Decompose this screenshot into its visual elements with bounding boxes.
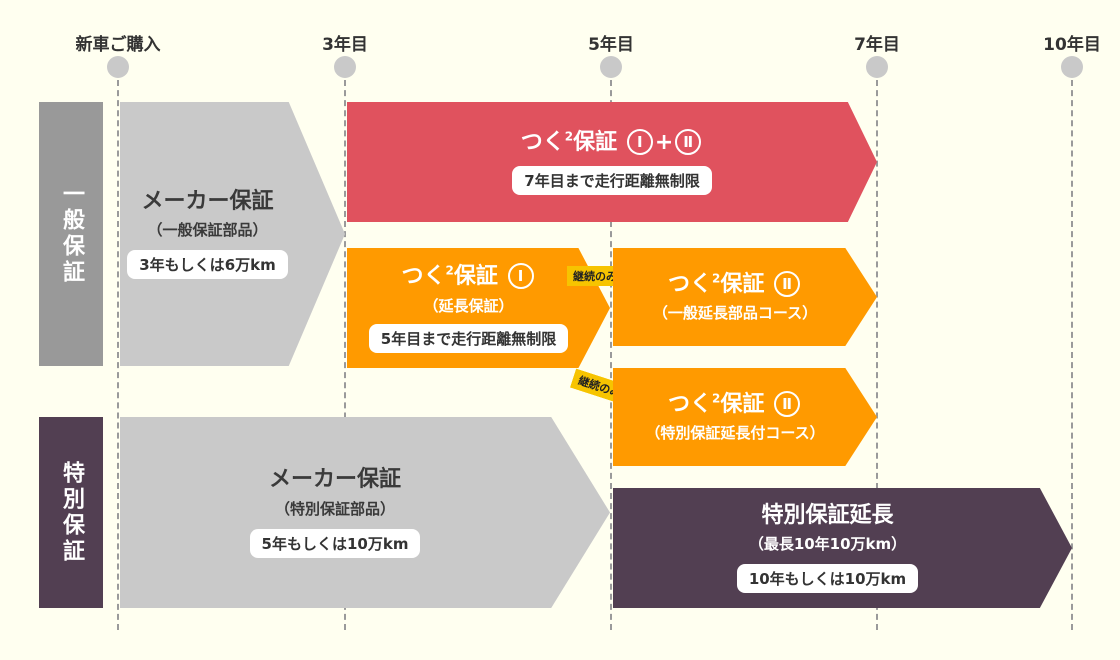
- tsuku-2-special-title-mid: 保証: [720, 391, 765, 417]
- timeline-dot: [107, 56, 129, 78]
- milestone-year-10: 10年目: [1043, 35, 1101, 55]
- timeline-guide: [1071, 80, 1073, 630]
- timeline-guide: [344, 80, 346, 630]
- timeline-guide: [610, 80, 612, 630]
- tsuku-1-2-sup: 2: [564, 129, 574, 144]
- tsuku-2-general-title: つく2保証 Ⅱ: [667, 270, 802, 298]
- milestone-year-5: 5年目: [588, 35, 634, 55]
- maker-general-pill: 3年もしくは6万km: [127, 250, 288, 280]
- milestone-year-3: 3年目: [322, 35, 368, 55]
- tsuku-1-2-title: つく2保証 Ⅰ+Ⅱ: [520, 128, 704, 156]
- special-extension-title: 特別保証延長: [761, 502, 894, 528]
- timeline-dot: [334, 56, 356, 78]
- maker-general-sub: （一般保証部品）: [147, 221, 268, 240]
- tsuku-2-special-title-prefix: つく: [667, 391, 712, 417]
- timeline-dot: [1061, 56, 1083, 78]
- tsuku-2-special-title: つく2保証 Ⅱ: [667, 390, 802, 418]
- category-special-label: 特別保証: [59, 460, 84, 565]
- maker-general-title: メーカー保証: [141, 188, 274, 214]
- maker-special-sub: （特別保証部品）: [274, 499, 395, 518]
- special-extension-arrow: 特別保証延長 （最長10年10万km） 10年もしくは10万km: [613, 488, 1072, 608]
- tsuku-2-general-arrow: つく2保証 Ⅱ （一般延長部品コース）: [613, 248, 877, 346]
- tsuku-1-title-mid: 保証: [453, 264, 498, 290]
- tsuku-2-special-circle: Ⅱ: [774, 390, 801, 417]
- tsuku-1-2-circle1: Ⅰ: [626, 128, 653, 155]
- tsuku-2-special-sub: （特別保証延長付コース）: [645, 424, 825, 443]
- category-general-label: 一般保証: [59, 182, 84, 286]
- maker-special-pill: 5年もしくは10万km: [249, 528, 421, 558]
- special-extension-sub: （最長10年10万km）: [748, 535, 907, 554]
- timeline-dot: [866, 56, 888, 78]
- tsuku-1-title: つく2保証 Ⅰ: [401, 263, 535, 290]
- timeline-dot: [600, 56, 622, 78]
- category-general: 一般保証: [39, 102, 103, 366]
- maker-special-title: メーカー保証: [268, 467, 401, 493]
- tsuku-2-special-arrow: つく2保証 Ⅱ （特別保証延長付コース）: [613, 368, 877, 466]
- maker-general-arrow: メーカー保証 （一般保証部品） 3年もしくは6万km: [120, 102, 345, 366]
- tsuku-1-2-circle2: Ⅱ: [675, 128, 702, 155]
- tsuku-2-general-title-prefix: つく: [667, 271, 712, 297]
- tsuku-2-special-sup: 2: [711, 391, 721, 406]
- tsuku-1-2-title-mid: 保証: [573, 129, 618, 155]
- milestone-new-car: 新車ご購入: [75, 35, 161, 55]
- tsuku-2-general-circle: Ⅱ: [774, 270, 801, 297]
- tsuku-2-general-sup: 2: [711, 271, 721, 286]
- tsuku-2-general-sub: （一般延長部品コース）: [652, 304, 818, 323]
- timeline-guide: [117, 80, 119, 630]
- tsuku-1-arrow: つく2保証 Ⅰ （延長保証） 5年目まで走行距離無制限: [347, 248, 610, 368]
- maker-special-arrow: メーカー保証 （特別保証部品） 5年もしくは10万km: [120, 417, 610, 608]
- tsuku-1-circle: Ⅰ: [507, 263, 534, 290]
- tsuku-1-2-title-prefix: つく: [520, 129, 565, 155]
- tsuku-1-pill: 5年目まで走行距離無制限: [368, 323, 569, 353]
- tsuku-1-2-plus: +: [654, 129, 674, 155]
- tsuku-1-sup: 2: [445, 263, 454, 278]
- tsuku-2-general-title-mid: 保証: [720, 271, 765, 297]
- timeline-guide: [876, 80, 878, 630]
- tsuku-1-title-prefix: つく: [401, 264, 446, 290]
- tsuku-1-2-arrow: つく2保証 Ⅰ+Ⅱ 7年目まで走行距離無制限: [347, 102, 877, 222]
- special-extension-pill: 10年もしくは10万km: [736, 564, 919, 594]
- milestone-year-7: 7年目: [854, 35, 900, 55]
- tsuku-1-sub: （延長保証）: [423, 296, 514, 315]
- category-special: 特別保証: [39, 417, 103, 608]
- tsuku-1-2-pill: 7年目まで走行距離無制限: [512, 166, 712, 196]
